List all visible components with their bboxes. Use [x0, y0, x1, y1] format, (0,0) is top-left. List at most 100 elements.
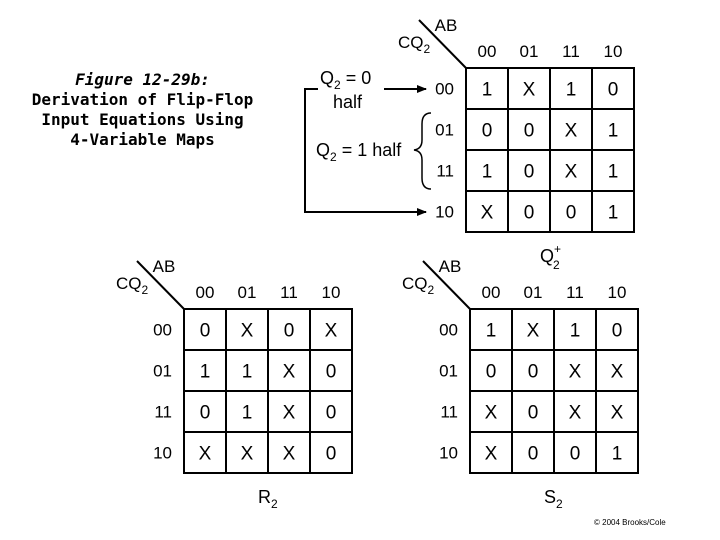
- kmap-cell-value: 1: [570, 321, 581, 342]
- kmap-diagonal: [136, 260, 185, 310]
- q2-zero-label: Q2 = 0: [320, 68, 371, 92]
- kmap-col-header: 10: [322, 283, 341, 302]
- kmap-cell-box: [511, 308, 555, 351]
- kmap-col-header: 11: [562, 42, 580, 61]
- kmap-cell-value: X: [569, 362, 582, 383]
- kmap-cell-value: X: [569, 403, 582, 424]
- q2-one-label: Q2 = 1 half: [316, 140, 402, 164]
- kmap-diagonal: [418, 19, 467, 69]
- kmap-cell-value: X: [565, 162, 578, 183]
- kmap-cell-box: [549, 190, 593, 233]
- kmap-cell-value: 1: [482, 162, 493, 183]
- kmap-cell-box: [595, 308, 639, 351]
- kmap-cell-box: [225, 390, 269, 433]
- kmap-cell-value: 1: [608, 203, 619, 224]
- kmap-col-header: 10: [608, 283, 627, 302]
- kmap-cell-box: [469, 308, 513, 351]
- kmap-cell-box: [267, 390, 311, 433]
- kmap-cell-box: [507, 190, 551, 233]
- kmap-row-header: 01: [439, 362, 458, 381]
- kmap-cell-box: [309, 431, 353, 474]
- kmap-col-header: 11: [566, 283, 584, 302]
- kmap-cell-box: [511, 431, 555, 474]
- kmap-cell-value: X: [481, 203, 494, 224]
- row10-arrow: [304, 88, 427, 216]
- kmap-row-header: 01: [153, 362, 172, 381]
- kmap-cell-value: 0: [528, 362, 539, 383]
- kmap-cell-value: 0: [200, 321, 211, 342]
- kmap-row-header: 00: [439, 321, 458, 340]
- kmap-cell-value: 0: [524, 121, 535, 142]
- kmap-cell-box: [511, 390, 555, 433]
- kmap-row-header: 11: [436, 162, 454, 181]
- kmap-cell-box: [595, 431, 639, 474]
- kmap-cell-box: [591, 108, 635, 151]
- kmap-cell-value: 1: [486, 321, 497, 342]
- kmap-row-variable: CQ2: [116, 274, 149, 297]
- kmap-name-label: Q+2: [540, 242, 561, 272]
- q2-one-brace: [413, 112, 432, 190]
- kmap-cell-value: 1: [612, 444, 623, 465]
- kmap-col-variable: AB: [435, 16, 458, 35]
- kmap-row-header: 11: [154, 403, 172, 422]
- kmap-cell-box: [591, 190, 635, 233]
- kmap-cell-value: 1: [242, 403, 253, 424]
- figure-caption: Figure 12-29b: Derivation of Flip-Flop I…: [20, 70, 265, 150]
- kmap-cell-value: 0: [200, 403, 211, 424]
- kmap-cell-value: 1: [200, 362, 211, 383]
- kmap-cell-value: 0: [326, 444, 337, 465]
- kmap-row-header: 10: [153, 444, 172, 463]
- caption-line-2: Input Equations Using: [41, 110, 244, 129]
- kmap-cell-box: [225, 431, 269, 474]
- kmap-cell-box: [595, 390, 639, 433]
- kmap-cell-value: 1: [242, 362, 253, 383]
- kmap-cell-value: X: [485, 403, 498, 424]
- kmap-row-header: 11: [440, 403, 458, 422]
- kmap-row-header: 00: [435, 80, 454, 99]
- kmap-col-header: 00: [482, 283, 501, 302]
- kmap-diagonal: [422, 260, 471, 310]
- kmap-cell-value: 0: [326, 403, 337, 424]
- kmap-name-label: S2: [544, 487, 563, 511]
- caption-title: Figure 12-29b:: [75, 70, 210, 89]
- kmap-row-header: 00: [153, 321, 172, 340]
- kmap-row-header: 10: [435, 203, 454, 222]
- kmap-col-header: 00: [478, 42, 497, 61]
- kmap-cell-value: 0: [612, 321, 623, 342]
- kmap-cell-value: X: [241, 321, 254, 342]
- kmap-cell-value: 0: [566, 203, 577, 224]
- kmap-col-header: 01: [238, 283, 257, 302]
- kmap-cell-value: 1: [608, 162, 619, 183]
- kmap-cell-box: [553, 349, 597, 392]
- kmap-cell-box: [309, 390, 353, 433]
- kmap-cell-box: [591, 67, 635, 110]
- q2-zero-half-label: half: [333, 92, 363, 112]
- kmap-cell-value: X: [523, 80, 536, 101]
- kmap-cell-value: X: [527, 321, 540, 342]
- kmap-cell-value: X: [611, 362, 624, 383]
- kmap-row-variable: CQ2: [398, 33, 431, 56]
- kmap-cell-value: 0: [284, 321, 295, 342]
- kmap-cell-value: 0: [524, 162, 535, 183]
- kmap-col-header: 01: [524, 283, 543, 302]
- kmap-col-variable: AB: [439, 257, 462, 276]
- copyright-text: © 2004 Brooks/Cole: [594, 518, 666, 527]
- kmap-cell-value: X: [283, 444, 296, 465]
- kmap-cell-value: 0: [528, 444, 539, 465]
- kmap-col-header: 01: [520, 42, 539, 61]
- kmap-name-label: R2: [258, 487, 278, 511]
- kmap-cell-value: 0: [528, 403, 539, 424]
- kmap-cell-value: X: [485, 444, 498, 465]
- kmap-cell-value: 0: [608, 80, 619, 101]
- kmap-cell-value: 1: [482, 80, 493, 101]
- kmap-cell-value: X: [565, 121, 578, 142]
- kmap-cell-value: X: [199, 444, 212, 465]
- kmap-col-header: 11: [280, 283, 298, 302]
- kmap-cell-value: 1: [566, 80, 577, 101]
- kmap-cell-value: X: [241, 444, 254, 465]
- kmap-row-variable: CQ2: [402, 274, 435, 297]
